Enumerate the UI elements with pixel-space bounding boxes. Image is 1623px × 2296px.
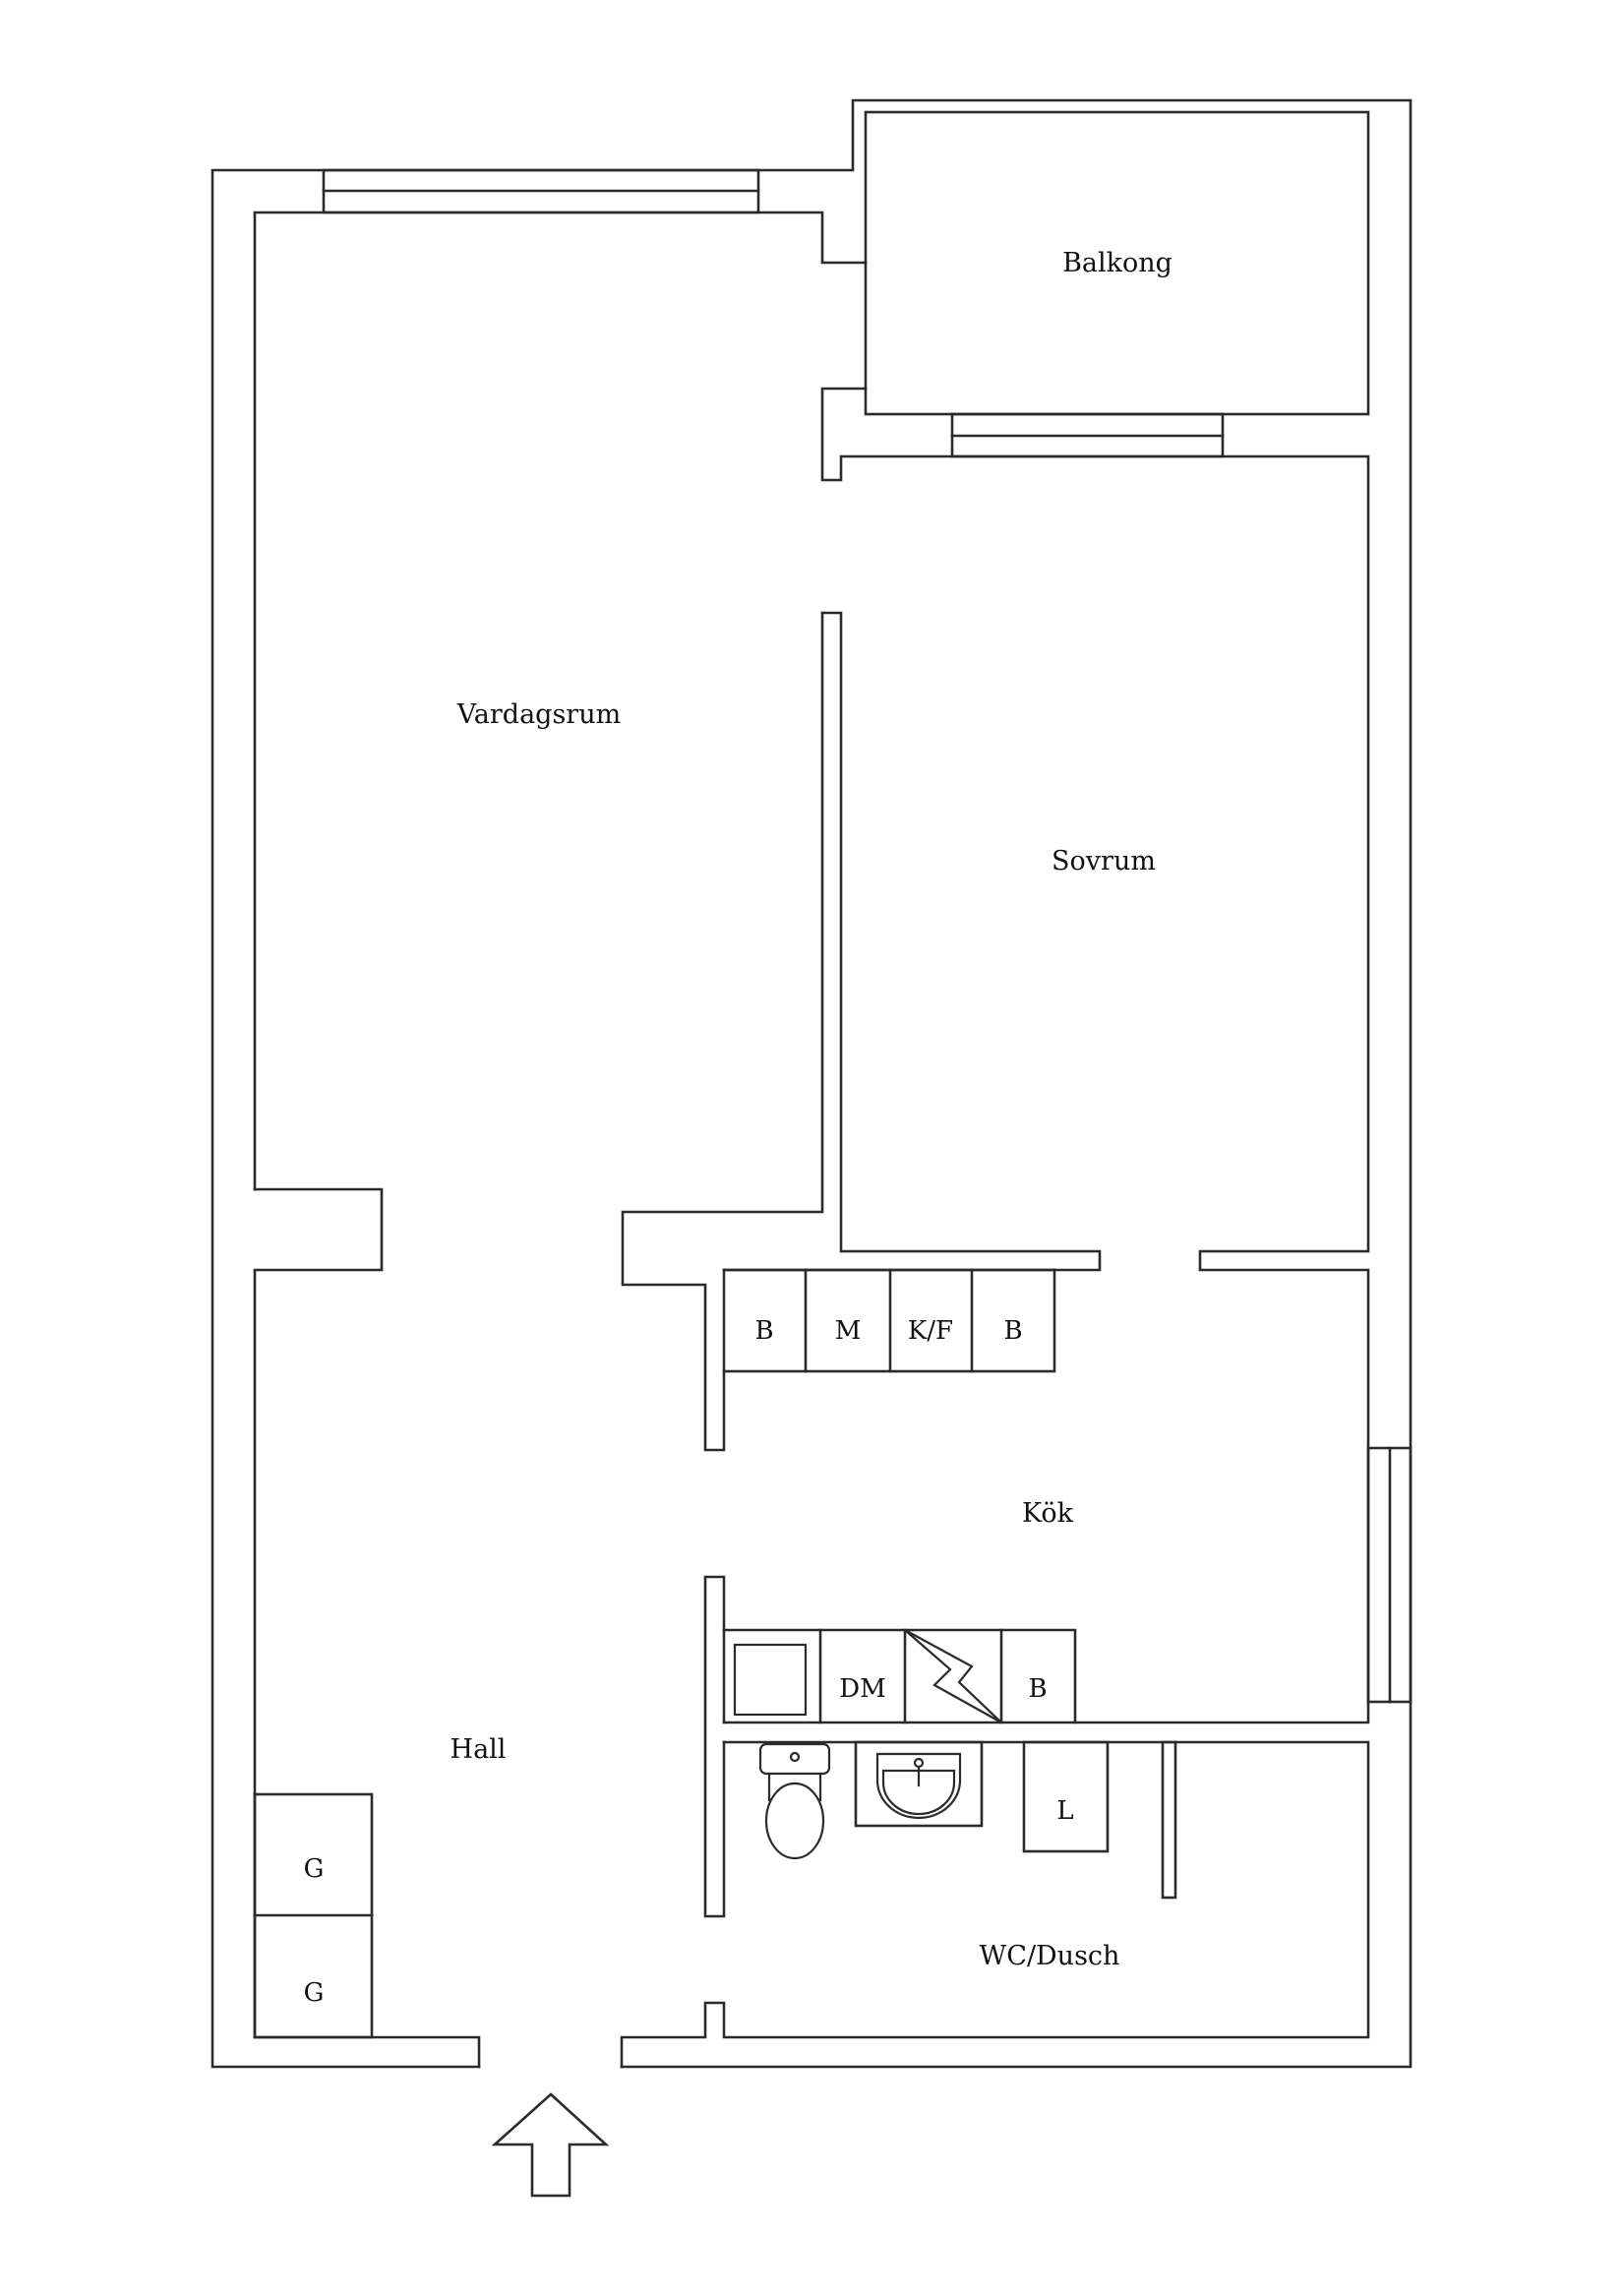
window-balcony-door bbox=[950, 412, 1225, 458]
cabinet-label: B bbox=[1003, 1316, 1022, 1346]
room-label-balkong: Balkong bbox=[1062, 248, 1172, 278]
room-label-hall: Hall bbox=[451, 1734, 507, 1765]
room-label-sovrum: Sovrum bbox=[1052, 846, 1156, 876]
bath-cabinet-label: L bbox=[1056, 1796, 1073, 1826]
window-kitchen bbox=[1366, 1446, 1413, 1704]
kitchen-sink-icon bbox=[733, 1643, 808, 1717]
wardrobe-label: G bbox=[304, 1978, 325, 2008]
cabinet-label: B bbox=[1028, 1674, 1047, 1704]
living-room-walls bbox=[253, 211, 1370, 2069]
outer-walls bbox=[210, 98, 1413, 2069]
room-label-vardagsrum: Vardagsrum bbox=[456, 699, 621, 730]
room-label-wc-dusch: WC/Dusch bbox=[980, 1941, 1120, 1971]
room-label-kok: Kök bbox=[1022, 1498, 1074, 1529]
dishwasher-label: DM bbox=[839, 1674, 885, 1704]
toilet-icon bbox=[758, 1742, 831, 1860]
kitchen-upper-cabinets bbox=[722, 1268, 1056, 1373]
cabinet-label: M bbox=[835, 1316, 862, 1346]
stove-lightning-icon bbox=[904, 1629, 1002, 1723]
bath-cabinet bbox=[1022, 1740, 1110, 1853]
entrance-arrow-icon bbox=[491, 2092, 610, 2198]
hall-wardrobes bbox=[253, 1792, 374, 2039]
kitchen-counter bbox=[722, 1628, 1077, 1724]
shower-wall bbox=[1161, 1740, 1177, 1900]
washbasin-icon bbox=[854, 1740, 984, 1828]
wardrobe-label: G bbox=[304, 1854, 325, 1884]
cabinet-label: B bbox=[754, 1316, 773, 1346]
cabinet-label: K/F bbox=[908, 1316, 953, 1346]
window-living bbox=[322, 168, 760, 214]
